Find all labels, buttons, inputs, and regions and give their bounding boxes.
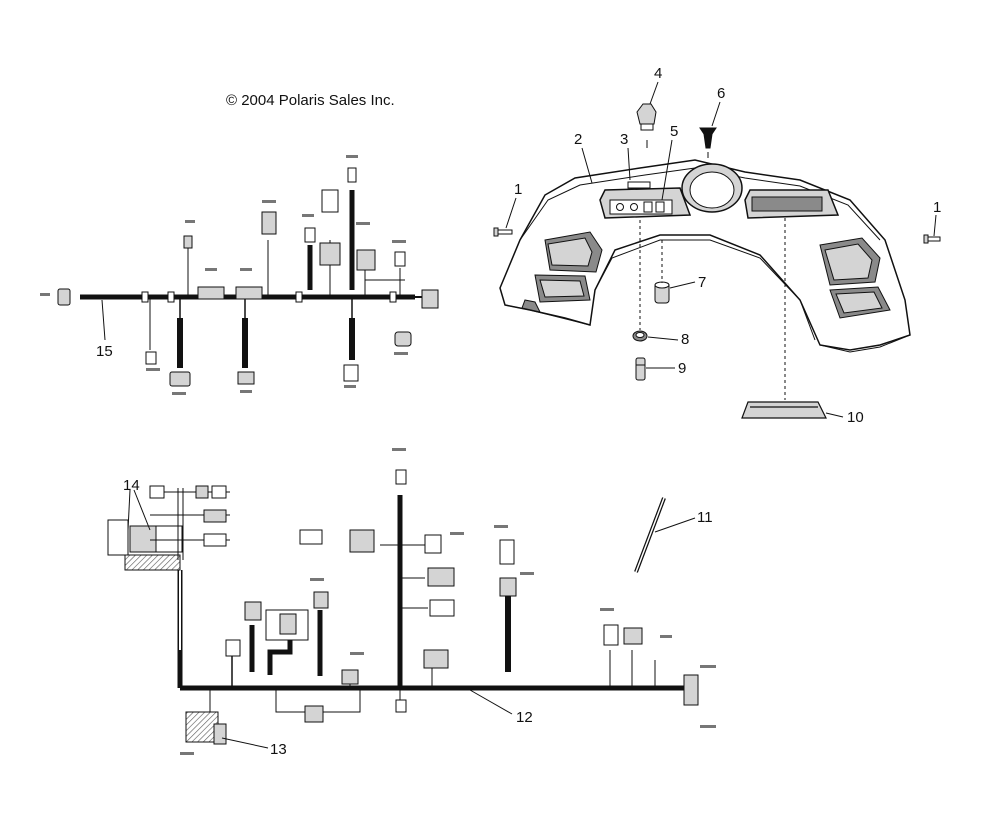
callout-8: 8 bbox=[681, 331, 689, 348]
part-10-storage-cover bbox=[741, 401, 827, 419]
callout-5: 5 bbox=[670, 123, 678, 140]
callout-1-right: 1 bbox=[933, 199, 941, 216]
part-1-screw-right bbox=[923, 234, 941, 244]
callout-4: 4 bbox=[654, 65, 662, 82]
leader-lines-harness bbox=[101, 299, 513, 749]
callout-2: 2 bbox=[574, 131, 582, 148]
harness-15 bbox=[57, 167, 439, 387]
part-4-knob bbox=[636, 103, 657, 148]
callout-11: 11 bbox=[697, 509, 713, 526]
callout-10: 10 bbox=[847, 409, 864, 426]
callout-15: 15 bbox=[96, 343, 113, 360]
callout-12: 12 bbox=[516, 709, 533, 726]
decal-label bbox=[627, 181, 651, 189]
storage-cover-opening bbox=[751, 196, 823, 212]
part-8-grommet bbox=[632, 330, 648, 342]
leader-lines-dash bbox=[505, 81, 937, 533]
callout-14: 14 bbox=[123, 477, 140, 494]
callout-6: 6 bbox=[717, 85, 725, 102]
part-9-socket bbox=[635, 357, 646, 381]
harness-12 bbox=[107, 469, 699, 745]
left-vents bbox=[521, 231, 603, 313]
callout-labels: 1 1 2 3 4 5 6 7 8 9 10 11 12 13 14 15 bbox=[96, 65, 941, 758]
part-1-screw-left bbox=[493, 227, 513, 237]
copyright-notice: © 2004 Polaris Sales Inc. bbox=[226, 92, 395, 109]
dash-pod-assembly bbox=[499, 159, 911, 353]
harness-fine-labels bbox=[40, 155, 716, 755]
callout-7: 7 bbox=[698, 274, 706, 291]
part-6-push-rivet bbox=[699, 127, 717, 158]
right-vents bbox=[819, 237, 891, 319]
part-11-rod bbox=[634, 497, 666, 573]
callout-3: 3 bbox=[620, 131, 628, 148]
part-7-cap bbox=[654, 281, 670, 304]
callout-9: 9 bbox=[678, 360, 686, 377]
callout-1-left: 1 bbox=[514, 181, 522, 198]
callout-13: 13 bbox=[270, 741, 287, 758]
